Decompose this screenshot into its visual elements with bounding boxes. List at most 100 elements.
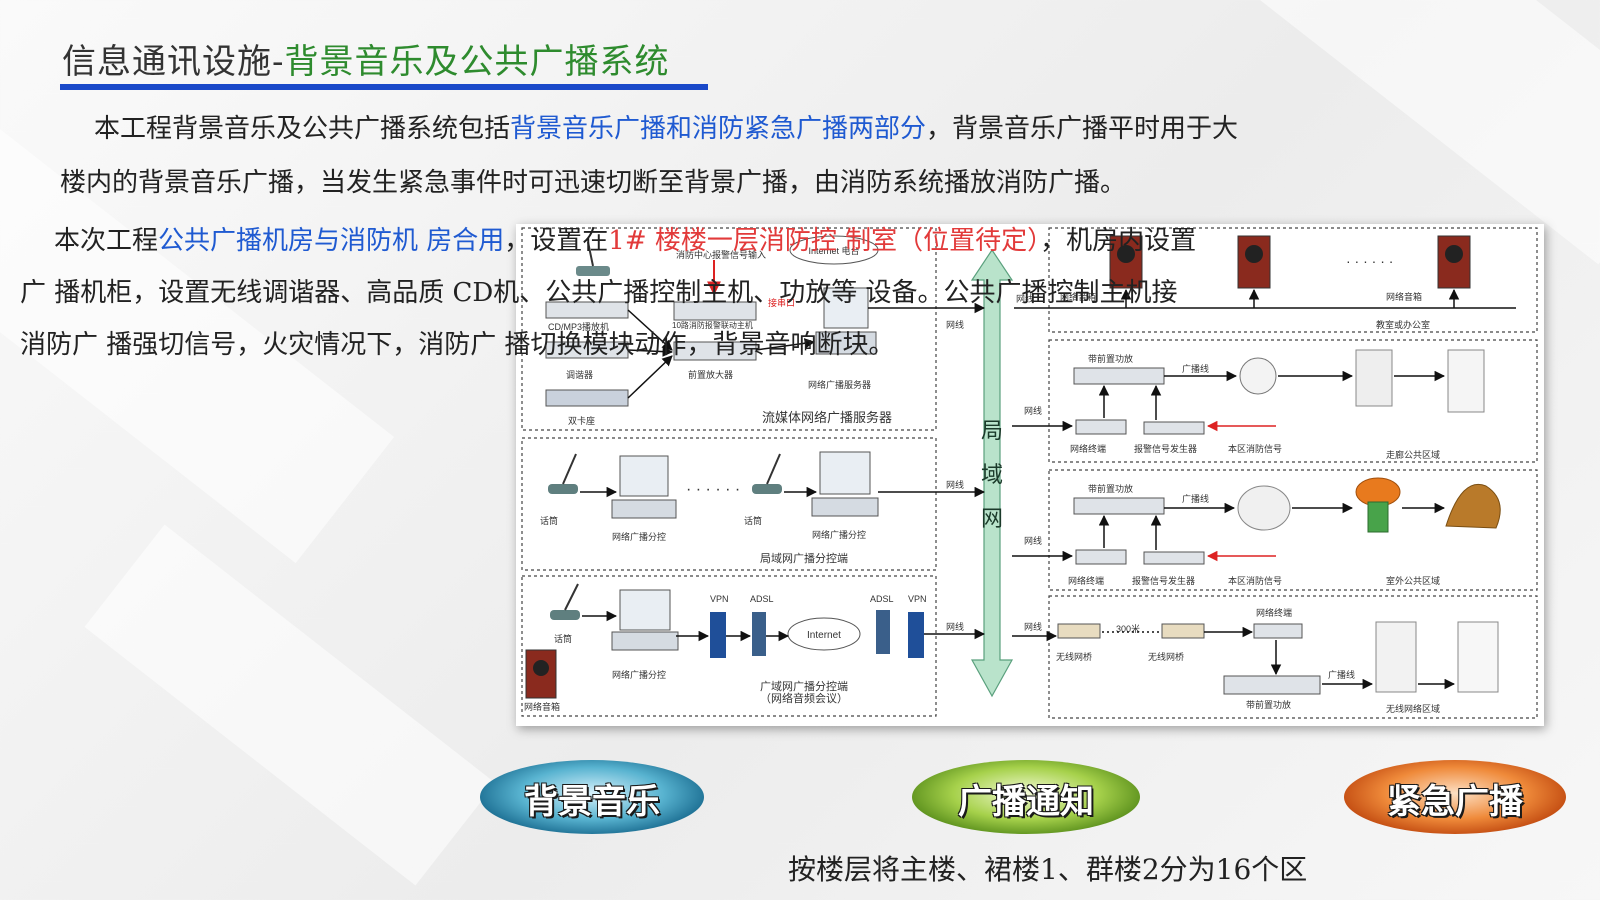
vpn-right-label: VPN bbox=[908, 594, 927, 604]
adsl-left-label: ADSL bbox=[750, 594, 774, 604]
net-terminal-1 bbox=[1075, 419, 1127, 435]
outdoor-area-label: 室外公共区域 bbox=[1386, 575, 1440, 586]
amp-2 bbox=[1073, 497, 1165, 515]
net-line-label-3: 网线 bbox=[946, 621, 964, 632]
cd-label: CD/MP3播放机 bbox=[548, 321, 609, 332]
net-line-label-2: 网线 bbox=[946, 479, 964, 490]
paragraph-2-line-3: 消防广 播强切信号，火灾情况下，消防广 播切换模块动作，背景音响断块。 bbox=[20, 330, 895, 360]
paragraph-1-line-1: 本工程背景音乐及公共广播系统包括背景音乐广播和消防紧急广播两部分，背景音乐广播平… bbox=[94, 108, 1238, 145]
broadcast-system-diagram: 局 域 网 Internet 电台 消防中心报警信号输入 CD/MP3播放机 调… bbox=[516, 224, 1544, 726]
net-speaker-wan-label: 网络音箱 bbox=[524, 701, 560, 712]
amp-3 bbox=[1223, 675, 1321, 695]
bgm-button-label: 背景音乐 bbox=[524, 782, 660, 822]
wireless-bridge-1-label: 无线网桥 bbox=[1056, 651, 1092, 662]
page-title: 信息通讯设施-背景音乐及公共广播系统 bbox=[62, 34, 670, 83]
corridor-area-label: 走廊公共区域 bbox=[1386, 449, 1440, 460]
server-label: 网络广播服务器 bbox=[808, 379, 871, 390]
paragraph-2-line-2: 广 播机柜，设置无线调谐器、高品质 CD机、公共广播控制主机、功放等 设备。公共… bbox=[20, 278, 1178, 308]
title-prefix: 信息通讯设施- bbox=[62, 42, 285, 82]
text-span: ，背景音乐广播平时用于大 bbox=[926, 114, 1239, 144]
amp-1-label: 带前置功放 bbox=[1088, 353, 1133, 364]
preamp bbox=[673, 341, 757, 361]
preamp-label: 前置放大器 bbox=[688, 369, 733, 380]
highlight-span: 公共广播机房与消防机 房合用 bbox=[158, 226, 505, 256]
distance-label: 300米 bbox=[1116, 623, 1140, 634]
server-section-title: 流媒体网络广播服务器 bbox=[762, 410, 892, 425]
lan-label-1: 局 bbox=[981, 418, 1003, 443]
amp-3-label: 带前置功放 bbox=[1246, 699, 1291, 710]
horn-speaker bbox=[1237, 485, 1291, 531]
bgm-button[interactable]: 背景音乐 bbox=[480, 760, 704, 834]
emergency-button[interactable]: 紧急广播 bbox=[1344, 760, 1566, 834]
internet-radio-label: Internet 电台 bbox=[808, 245, 859, 256]
wan-ctrl-section-title: 广域网广播分控端 bbox=[760, 679, 848, 693]
notice-button[interactable]: 广播通知 bbox=[912, 760, 1140, 834]
lan-label-3: 网 bbox=[981, 506, 1003, 531]
net-line-label: 网线 bbox=[946, 319, 964, 330]
net-speaker-1-label: 网络音箱 bbox=[1060, 291, 1096, 302]
text-span: 本次工程 bbox=[54, 226, 159, 256]
adsl-left bbox=[752, 612, 766, 656]
bcast-line-3-label: 广播线 bbox=[1328, 669, 1355, 680]
net-speaker-3-label: 网络音箱 bbox=[1386, 291, 1422, 302]
mic-base bbox=[576, 266, 610, 276]
fire-signal-2-label: 本区消防信号 bbox=[1228, 575, 1282, 586]
host-label: 10路消防报警联动主机 bbox=[672, 320, 753, 330]
vpn-left-label: VPN bbox=[710, 594, 729, 604]
fire-input-label: 消防中心报警信号输入 bbox=[676, 249, 766, 260]
net-terminal-2-label: 网络终端 bbox=[1068, 575, 1104, 586]
title-underline bbox=[60, 84, 708, 90]
wireless-bridge-1 bbox=[1057, 623, 1101, 639]
alarm-gen-1-label: 报警信号发生器 bbox=[1134, 443, 1197, 454]
background-shape bbox=[84, 524, 496, 886]
ellipsis-dots: · · · · · · bbox=[686, 481, 740, 498]
paragraph-2-line-1: 本次工程公共广播机房与消防机 房合用，设置在1# 楼楼一层消防控 制室（位置待定… bbox=[54, 220, 1196, 257]
server-pc bbox=[823, 287, 869, 329]
location-span: 1# 楼楼一层消防控 制室（位置待定） bbox=[608, 226, 1041, 256]
ctrl-pc-1 bbox=[619, 455, 669, 497]
tuner-label: 调谐器 bbox=[566, 370, 593, 380]
ctrl-pc-1-label: 网络广播分控 bbox=[612, 531, 666, 542]
net-line-label-4: 网线 bbox=[1016, 293, 1034, 304]
wireless-speaker-2 bbox=[1457, 621, 1499, 693]
ctrl-pc-2 bbox=[819, 451, 871, 495]
text-span: ，设置在 bbox=[504, 226, 609, 256]
mic-2 bbox=[752, 484, 782, 494]
highlight-span: 背景音乐广播和消防紧急广播两部分 bbox=[510, 114, 927, 144]
vpn-right bbox=[908, 612, 924, 658]
alarm-host bbox=[673, 301, 757, 321]
bcast-line-1-label: 广播线 bbox=[1182, 363, 1209, 374]
amp-2-label: 带前置功放 bbox=[1088, 483, 1133, 494]
alarm-gen-1 bbox=[1143, 421, 1205, 435]
wireless-bridge-2-label: 无线网桥 bbox=[1148, 651, 1184, 662]
net-line-label-6: 网线 bbox=[1024, 535, 1042, 546]
tape-deck bbox=[545, 389, 629, 407]
text-span: 本工程背景音乐及公共广播系统包括 bbox=[94, 114, 511, 144]
mic-3 bbox=[550, 610, 580, 620]
bcast-line-2-label: 广播线 bbox=[1182, 493, 1209, 504]
ctrl-pc-2-label: 网络广播分控 bbox=[812, 529, 866, 540]
rock-speaker bbox=[1445, 484, 1501, 529]
alarm-gen-2 bbox=[1143, 551, 1205, 565]
lan-arrow bbox=[970, 248, 1014, 698]
mic-3-label: 话筒 bbox=[554, 633, 572, 644]
wall-speaker-1 bbox=[1355, 349, 1393, 407]
wireless-speaker-1 bbox=[1375, 621, 1417, 693]
net-terminal-2 bbox=[1075, 549, 1127, 565]
title-main: 背景音乐及公共广播系统 bbox=[284, 42, 670, 82]
lan-label-2: 域 bbox=[981, 462, 1003, 487]
fire-signal-1-label: 本区消防信号 bbox=[1228, 443, 1282, 454]
mic-2-label: 话筒 bbox=[744, 515, 762, 526]
paragraph-1-line-2: 楼内的背景音乐广播，当发生紧急事件时可迅速切断至背景广播，由消防系统播放消防广播… bbox=[60, 168, 1127, 198]
net-terminal-1-label: 网络终端 bbox=[1070, 443, 1106, 454]
adsl-right bbox=[876, 610, 890, 654]
deck-label: 双卡座 bbox=[568, 415, 595, 426]
net-line-label-5: 网线 bbox=[1024, 405, 1042, 416]
office-area-label: 教室或办公室 bbox=[1376, 319, 1430, 330]
emergency-button-label: 紧急广播 bbox=[1387, 782, 1523, 822]
wireless-area-label: 无线网络区域 bbox=[1386, 703, 1440, 714]
net-terminal-3-label: 网络终端 bbox=[1256, 607, 1292, 618]
vpn-left bbox=[710, 612, 726, 658]
wireless-bridge-2 bbox=[1161, 623, 1205, 639]
notice-button-label: 广播通知 bbox=[958, 782, 1094, 822]
